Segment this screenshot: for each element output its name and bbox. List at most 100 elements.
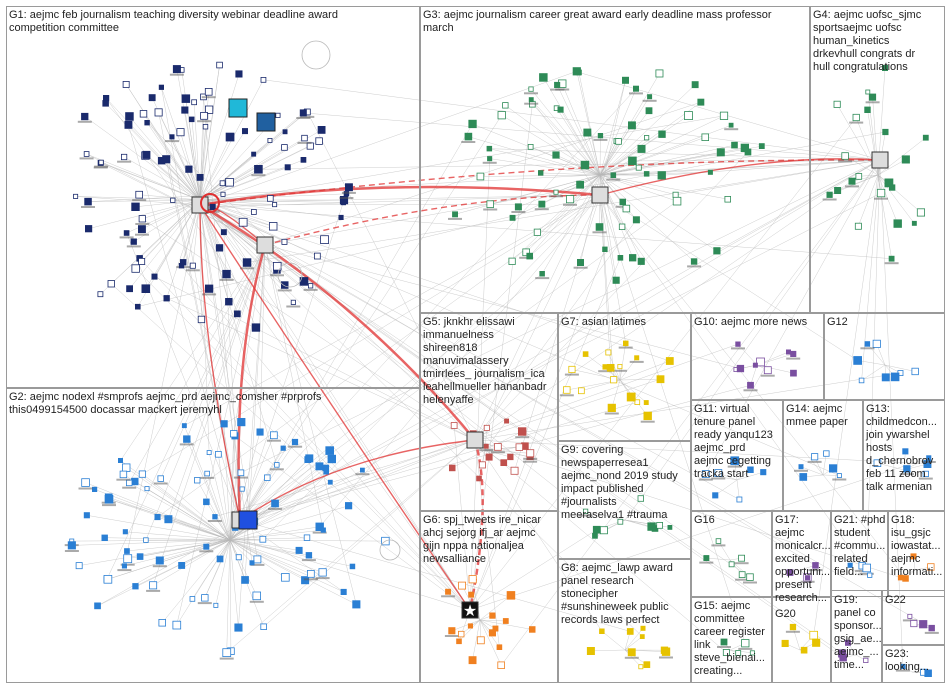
- graph-edge: [199, 204, 278, 466]
- graph-edge: [736, 471, 764, 481]
- graph-node: [203, 498, 210, 506]
- graph-edge: [469, 457, 929, 611]
- graph-edge: [141, 199, 201, 230]
- graph-node: [735, 341, 741, 347]
- graph-edge: [199, 71, 577, 206]
- graph-node-caption: [482, 161, 497, 164]
- graph-node-caption: [550, 88, 565, 91]
- graph-node-caption: [717, 646, 731, 648]
- graph-node: [637, 257, 645, 265]
- graph-node-caption: [94, 165, 109, 168]
- graph-edge: [229, 539, 300, 551]
- graph-node: [259, 535, 267, 543]
- graph-node: [697, 98, 705, 106]
- graph-edge: [540, 172, 601, 176]
- group-label-g7: G7: asian latimes: [561, 316, 646, 328]
- graph-node-caption: [735, 578, 750, 581]
- graph-node: [747, 381, 754, 389]
- graph-node: [632, 216, 640, 224]
- graph-edge: [822, 474, 840, 476]
- graph-edge: [822, 453, 827, 476]
- graph-node: [141, 284, 151, 293]
- graph-node-caption: [592, 231, 607, 234]
- graph-node: [518, 427, 527, 436]
- graph-node-caption: [286, 305, 301, 308]
- graph-node-caption: [855, 569, 870, 572]
- graph-node: [275, 112, 281, 118]
- graph-node: [238, 217, 248, 227]
- graph-node: [715, 538, 722, 544]
- graph-edge: [239, 115, 502, 521]
- graph-node: [583, 508, 589, 514]
- graph-edge: [199, 204, 840, 476]
- graph-node-caption: [902, 619, 917, 622]
- group-label-g12: G12: [827, 316, 848, 328]
- graph-node: [83, 151, 90, 157]
- graph-edge: [474, 176, 859, 441]
- graph-node: [260, 623, 267, 631]
- graph-node: [340, 199, 347, 206]
- graph-node: [352, 600, 361, 609]
- graph-node: [104, 494, 114, 504]
- graph-node-caption: [102, 504, 116, 507]
- graph-edge: [199, 136, 231, 201]
- graph-node-caption: [642, 99, 657, 102]
- graph-node: [81, 478, 90, 487]
- graph-node: [457, 630, 465, 638]
- graph-node: [741, 639, 750, 648]
- graph-node: [325, 446, 334, 455]
- graph-node: [85, 225, 93, 233]
- graph-node: [655, 69, 664, 78]
- graph-node: [552, 151, 560, 159]
- graph-edge: [599, 141, 619, 176]
- graph-node: [299, 109, 307, 117]
- graph-edge: [303, 112, 881, 161]
- group-label-g9: G9: covering newspaperresea1 aejmc_nond …: [561, 444, 678, 521]
- graph-node: [234, 623, 243, 632]
- graph-node: [206, 450, 212, 455]
- graph-node: [644, 135, 650, 141]
- graph-node: [281, 238, 288, 245]
- graph-node: [215, 244, 224, 252]
- graph-edge: [94, 489, 231, 541]
- graph-node: [508, 257, 516, 265]
- graph-node-caption: [219, 657, 234, 660]
- graph-edge: [599, 84, 696, 176]
- graph-edge: [152, 244, 266, 586]
- graph-node: [798, 464, 804, 470]
- graph-node-caption: [81, 206, 95, 208]
- graph-node: [215, 450, 222, 458]
- graph-edge: [229, 539, 344, 593]
- graph-node-caption: [874, 197, 888, 200]
- graph-node: [722, 649, 730, 656]
- graph-edge: [126, 539, 231, 552]
- graph-edge: [160, 478, 231, 541]
- graph-node: [645, 107, 653, 115]
- group-box-g23: [882, 645, 945, 683]
- graph-node: [281, 144, 288, 151]
- graph-node-caption: [832, 478, 847, 481]
- graph-edge: [239, 343, 739, 521]
- graph-edge: [474, 372, 901, 441]
- graph-edge: [229, 539, 306, 581]
- graph-node: [841, 152, 849, 160]
- graph-edge: [451, 619, 481, 632]
- graph-node: [502, 102, 509, 109]
- graph-node: [241, 576, 249, 584]
- graph-node: [634, 399, 641, 405]
- graph-node-caption: [268, 507, 283, 510]
- graph-node: [637, 144, 646, 153]
- graph-node: [274, 462, 280, 468]
- graph-edge: [599, 167, 639, 176]
- graph-node-caption: [355, 473, 370, 476]
- graph-edge: [578, 72, 881, 161]
- graph-node-caption: [760, 374, 775, 377]
- graph-node-caption: [534, 208, 549, 211]
- graph-edge: [135, 199, 201, 269]
- graph-node: [131, 202, 140, 211]
- graph-node: [865, 89, 871, 95]
- graph-edge: [585, 511, 626, 521]
- graph-node: [928, 624, 935, 632]
- graph-node: [553, 189, 559, 195]
- graph-node-caption: [122, 486, 137, 489]
